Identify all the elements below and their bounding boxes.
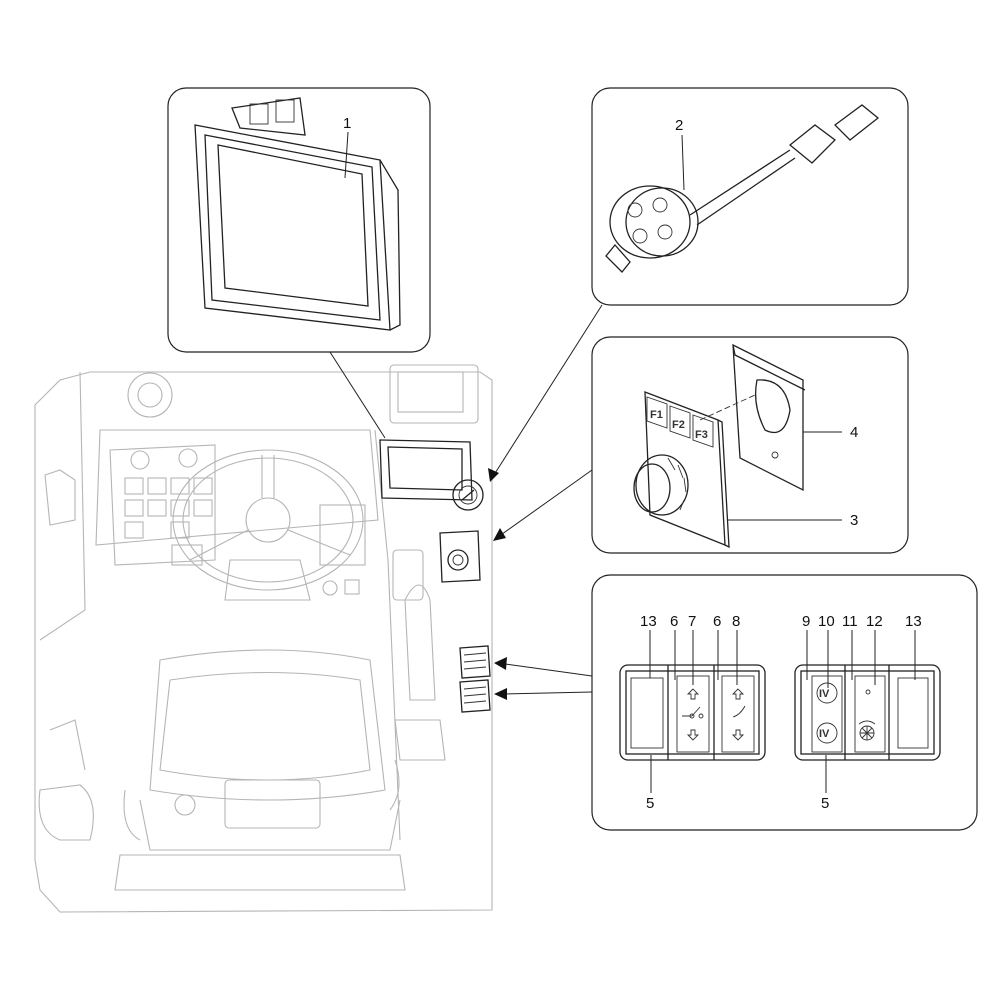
callout-10: 10 [818,613,835,630]
svg-text:F1: F1 [650,409,663,421]
callout-4: 4 [850,424,858,441]
detail-box-display: 1 [167,87,431,353]
bracket [732,343,806,492]
rotary-knob[interactable] [633,454,689,516]
callout-9: 9 [802,613,810,630]
rotation-icon-top: IV [819,688,830,700]
callout-6-b: 6 [713,613,721,630]
detail-box-rotary-switch: 2 [591,87,909,306]
callout-5-right: 5 [821,795,829,812]
dashboard-switch-grid [124,477,213,566]
blank-switch-right [897,677,929,749]
callout-12: 12 [866,613,883,630]
leader-lines [329,304,603,700]
cabin-overview [34,364,493,913]
cabin-display [379,439,473,501]
cabin-switch-panels [459,645,491,713]
rotation-icon-bottom: IV [819,728,830,740]
callout-7: 7 [688,613,696,630]
cabin-rotary-switch [452,479,484,511]
detail-box-control-panel: F1 F2 F3 4 3 [591,336,909,554]
callout-8: 8 [732,613,740,630]
callout-5-left: 5 [646,795,654,812]
detail-box-switch-panels: 13 6 7 6 8 5 IV IV [591,574,978,831]
cabin-control-panel [439,530,481,583]
callout-11: 11 [842,613,858,630]
callout-13-left: 13 [640,613,657,630]
steering-wheel [172,449,364,591]
tilt-switch[interactable] [721,675,755,753]
f1-key[interactable]: F1 [646,396,668,429]
f3-key[interactable]: F3 [692,414,714,448]
control-panel: F1 F2 F3 [633,391,756,549]
callout-1: 1 [343,115,351,132]
beacon-switch[interactable] [854,675,886,753]
callout-6-a: 6 [670,613,678,630]
switch-panel-right: IV IV 9 10 11 12 13 5 [794,613,941,812]
blank-switch-left [630,677,664,749]
switch-panel-left: 13 6 7 6 8 5 [619,613,766,812]
seat [123,649,401,851]
callout-3: 3 [850,512,858,529]
svg-text:F3: F3 [695,429,708,441]
f2-key[interactable]: F2 [669,405,691,439]
callout-2: 2 [675,117,683,134]
svg-text:F2: F2 [672,419,685,431]
callout-13-right: 13 [905,613,922,630]
rotation-switch[interactable]: IV IV [811,675,843,753]
